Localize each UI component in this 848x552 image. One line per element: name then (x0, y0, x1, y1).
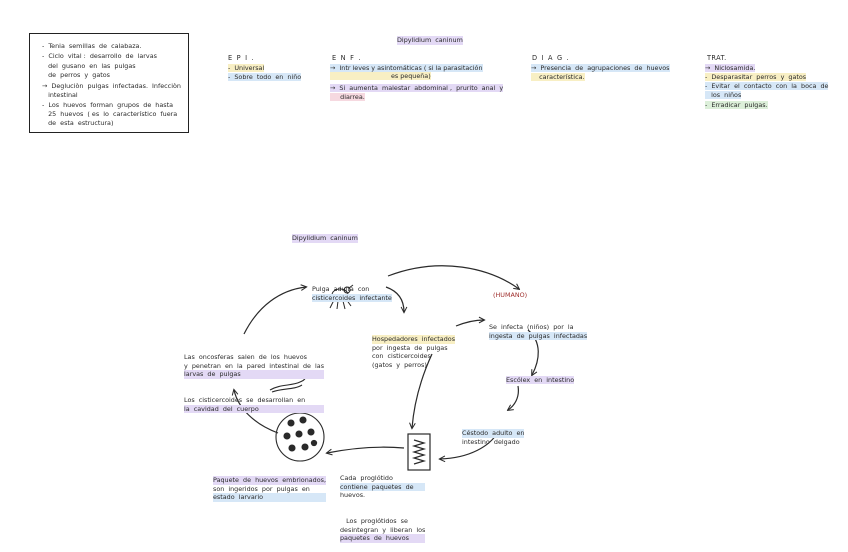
diag-line: → Presencia de agrupaciones de huevos (531, 64, 670, 72)
humano-label: (HUMANO) (493, 291, 528, 299)
trat-line: - Desparasitar perros y gatos (705, 73, 807, 81)
summary-line: - Ciclo vital : desarrollo de larvas (42, 52, 157, 60)
page-title: Dipylidium caninum (397, 36, 463, 45)
trat-heading: TRAT. (707, 54, 727, 62)
trat-line: - Evitar el contacto con la boca de (705, 82, 829, 90)
cycle-title: Dipylidium caninum (292, 234, 358, 243)
summary-line: de perros y gatos (42, 71, 110, 79)
summary-line: → Degluciòn pulgas infectadas. Infecciòn (42, 82, 181, 90)
epi-line: - Sobre todo en niño (228, 73, 302, 81)
trat-line: los niños (705, 91, 742, 99)
summary-line: 25 huevos ( es lo característico fuera (42, 110, 178, 118)
egg-packet-icon (275, 412, 325, 462)
summary-line: - Los huevos forman grupos de hasta (42, 101, 174, 109)
enf-line: es pequeña) (330, 72, 431, 80)
epi-line: - Universal (228, 64, 265, 72)
trat-line: - Erradicar pulgas. (705, 101, 768, 109)
enf-heading: E N F . (332, 54, 362, 62)
summary-box (29, 33, 189, 133)
diag-heading: D I A G . (532, 54, 570, 62)
enf-line: diarrea. (330, 93, 365, 101)
proglottid-icon (407, 433, 431, 471)
summary-line: intestinal (42, 91, 78, 99)
summary-line: del gusano en las pulgas (42, 62, 136, 70)
escolex-label: Escólex en intestino (506, 376, 575, 384)
summary-line: - Tenia semillas de calabaza. (42, 42, 142, 50)
enf-line: → Intr leves y asintomáticas ( si la par… (330, 64, 483, 72)
epi-heading: E P I . (228, 54, 255, 62)
enf-line: → Si aumenta malestar abdominal , prurit… (330, 84, 504, 92)
summary-line: de esta estructura) (42, 119, 114, 127)
trat-line: → Niclosamida. (705, 64, 756, 72)
packet-label: Paquete de huevos embrionados,son ingeri… (213, 476, 327, 502)
diag-line: característica. (531, 73, 585, 81)
